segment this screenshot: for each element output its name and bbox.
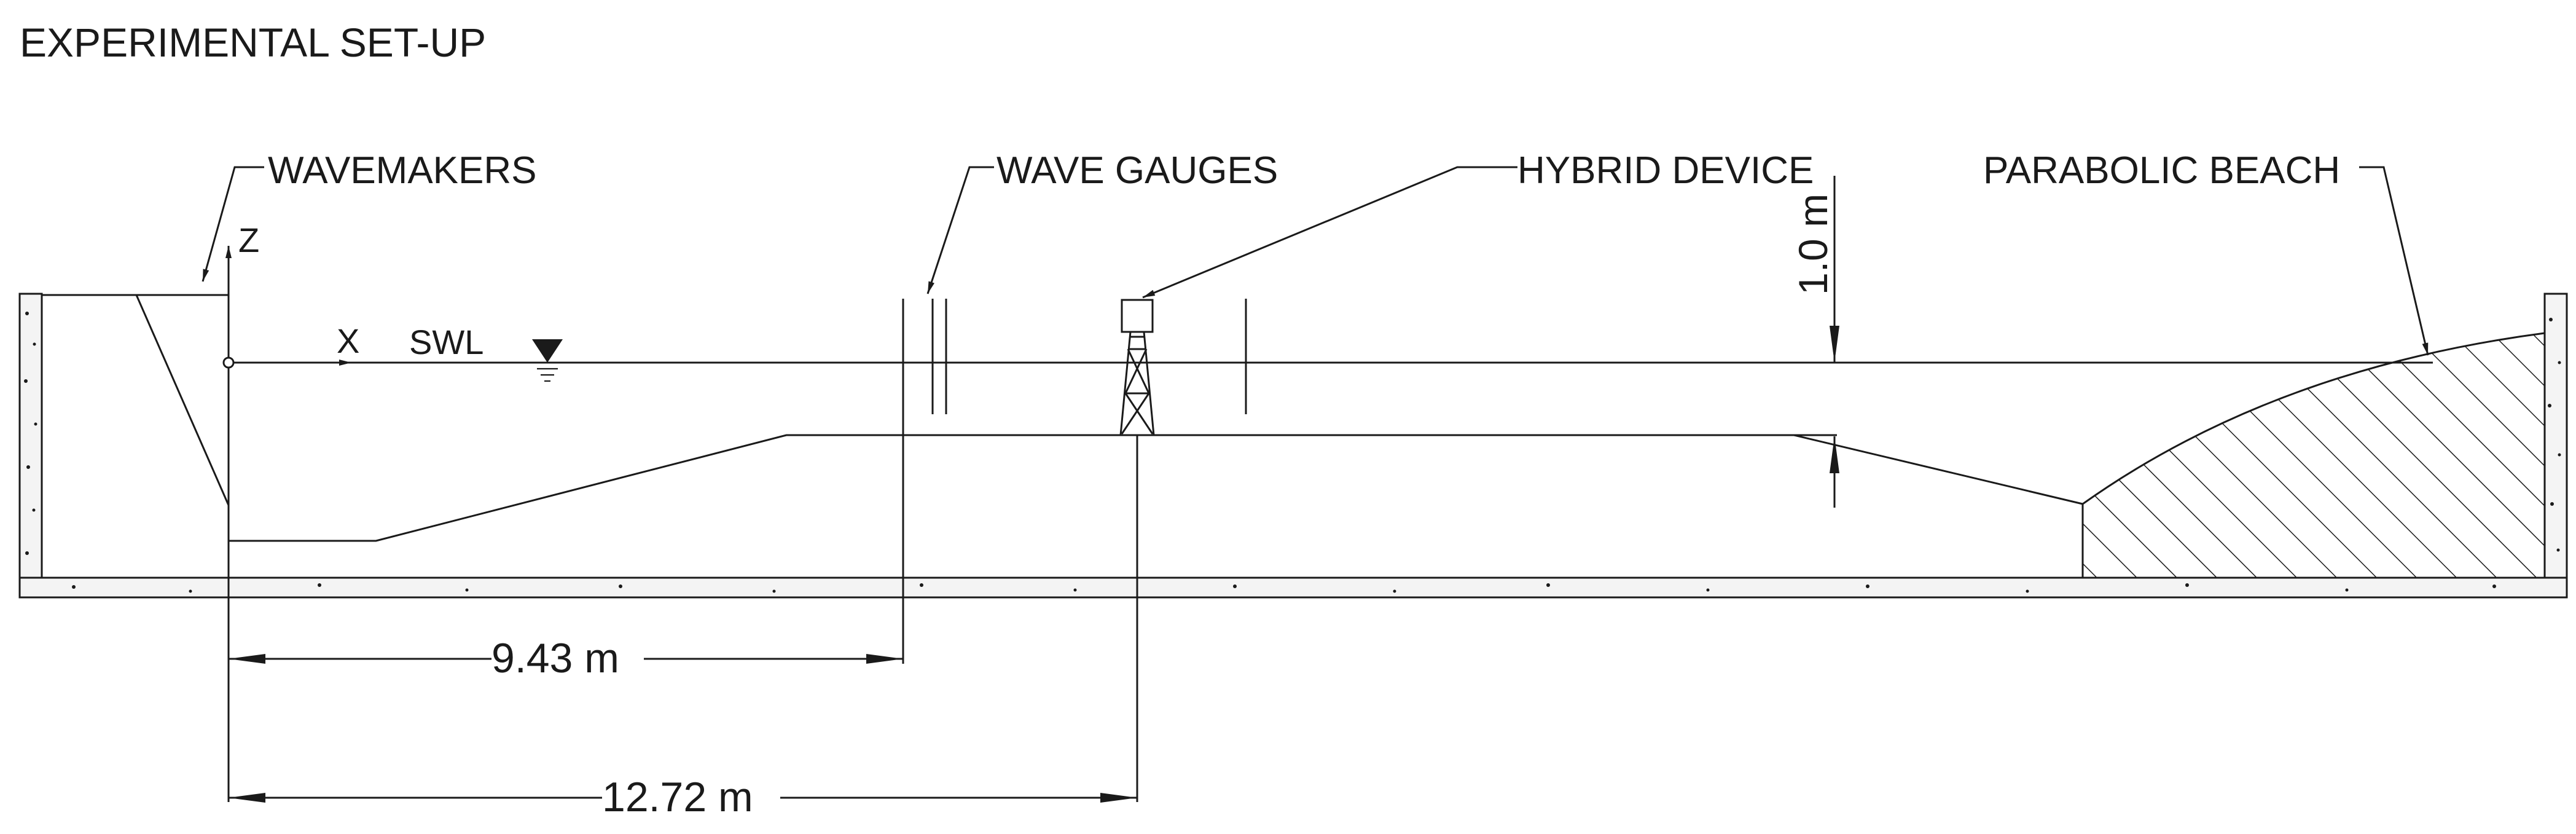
- parabolic-beach-label: PARABOLIC BEACH: [1983, 149, 2340, 192]
- hybrid-device-label: HYBRID DEVICE: [1517, 149, 1814, 192]
- flume-floor: [18, 576, 2568, 599]
- parabolic-beach: [2081, 332, 2546, 579]
- water-level-icon: [532, 339, 563, 363]
- wave-gauges: [902, 299, 1247, 664]
- hybrid-device: [1119, 299, 1155, 802]
- concrete-speckles: [24, 312, 2561, 593]
- wave-gauges-label: WAVE GAUGES: [996, 149, 1278, 192]
- axis-x-label: X: [337, 321, 359, 360]
- height-dimension: 1.0 m: [1790, 176, 1839, 508]
- callouts: WAVEMAKERS WAVE GAUGES HYBRID DEVICE PAR…: [202, 149, 2429, 356]
- device-distance-label: 12.72 m: [602, 774, 753, 820]
- height-dimension-label: 1.0 m: [1790, 194, 1836, 295]
- still-water-level: SWL: [351, 323, 2433, 382]
- flume-walls: [18, 293, 2568, 599]
- horizontal-dimensions: 9.43 m 12.72 m: [227, 578, 1137, 820]
- axis-z-label: Z: [238, 221, 259, 259]
- bottom-profile: [229, 434, 2083, 542]
- right-wall: [2543, 293, 2568, 584]
- wavemaker-unit: [42, 294, 230, 578]
- coordinate-axes: Z X: [222, 221, 359, 369]
- origin-marker: [222, 356, 235, 369]
- left-wall: [18, 293, 43, 584]
- gauge-distance-label: 9.43 m: [491, 635, 619, 682]
- diagram-title: EXPERIMENTAL SET-UP: [20, 20, 486, 65]
- swl-label: SWL: [409, 323, 483, 361]
- wavemakers-label: WAVEMAKERS: [268, 149, 537, 192]
